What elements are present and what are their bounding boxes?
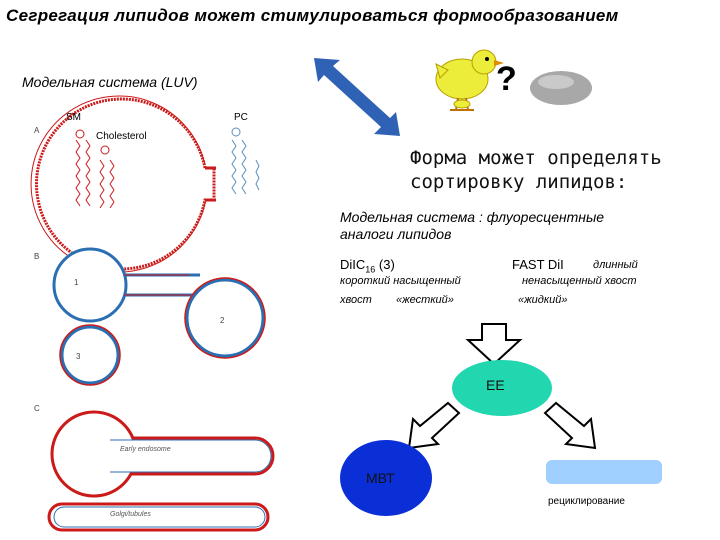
recycling-bar [546, 460, 662, 484]
vesicle-panel-c [47, 410, 275, 532]
shape-sorting-line-2: сортировку липидов: [410, 171, 628, 193]
right-diagonal-arrow-icon [543, 401, 597, 450]
panel-letter-a: A [34, 126, 40, 135]
mbt-label: МВТ [366, 470, 395, 486]
shape-sorting-line-1: Форма может определять [410, 147, 662, 169]
early-endosome-label: Early endosome [120, 446, 171, 453]
vesicle-number-1: 1 [74, 278, 79, 287]
double-arrow-icon [314, 58, 400, 136]
dilc16-main: DiIC [340, 257, 366, 272]
model-system-label: Модельная система (LUV) [22, 74, 198, 90]
vesicle-panel-a [30, 95, 260, 273]
long-label: длинный [593, 259, 638, 271]
cholesterol-label: Cholesterol [96, 131, 147, 142]
ee-label: ЕЕ [486, 377, 505, 393]
question-mark: ? [496, 60, 517, 98]
shape-sorting-text: Форма может определять сортировку липидо… [410, 146, 662, 194]
dilc16-rest: (3) [375, 257, 395, 272]
grey-ellipse-icon [530, 71, 592, 105]
dilc16-label: DiIC16 (3) [340, 257, 395, 275]
vesicle-number-2: 2 [220, 316, 225, 325]
ee-ellipse [452, 360, 552, 416]
golgi-tubules-label: Golgi/tubules [110, 511, 151, 518]
mbt-ellipse [340, 440, 432, 516]
unsaturated-tail-label: ненасыщенный хвост [522, 275, 637, 287]
fluorescent-analog-text: Модельная система : флуоресцентные анало… [340, 209, 604, 243]
vesicle-number-3: 3 [76, 352, 81, 361]
rigid-label: «жесткий» [396, 294, 454, 306]
slide-title: Сегрегация липидов может стимулироваться… [6, 6, 619, 25]
sm-label: SM [66, 112, 81, 123]
chick-icon [435, 49, 504, 111]
down-arrow-icon [465, 323, 523, 366]
fluorescent-analog-line-1: Модельная система : флуоресцентные [340, 209, 605, 225]
panel-letter-c: C [34, 404, 40, 413]
fast-dil-label: FAST DiI [512, 257, 564, 272]
pc-label: PC [234, 112, 248, 123]
dilc16-subscript: 16 [365, 264, 376, 275]
liquid-label: «жидкий» [518, 294, 568, 306]
panel-letter-b: B [34, 252, 40, 261]
recycling-label: рециклирование [548, 496, 625, 507]
tail-word-label: хвост [340, 294, 372, 306]
fluorescent-analog-line-2: аналоги липидов [340, 226, 452, 242]
short-saturated-tail-label: короткий насыщенный [340, 275, 461, 287]
vesicle-panel-b [52, 247, 266, 386]
left-diagonal-arrow-icon [407, 401, 461, 450]
